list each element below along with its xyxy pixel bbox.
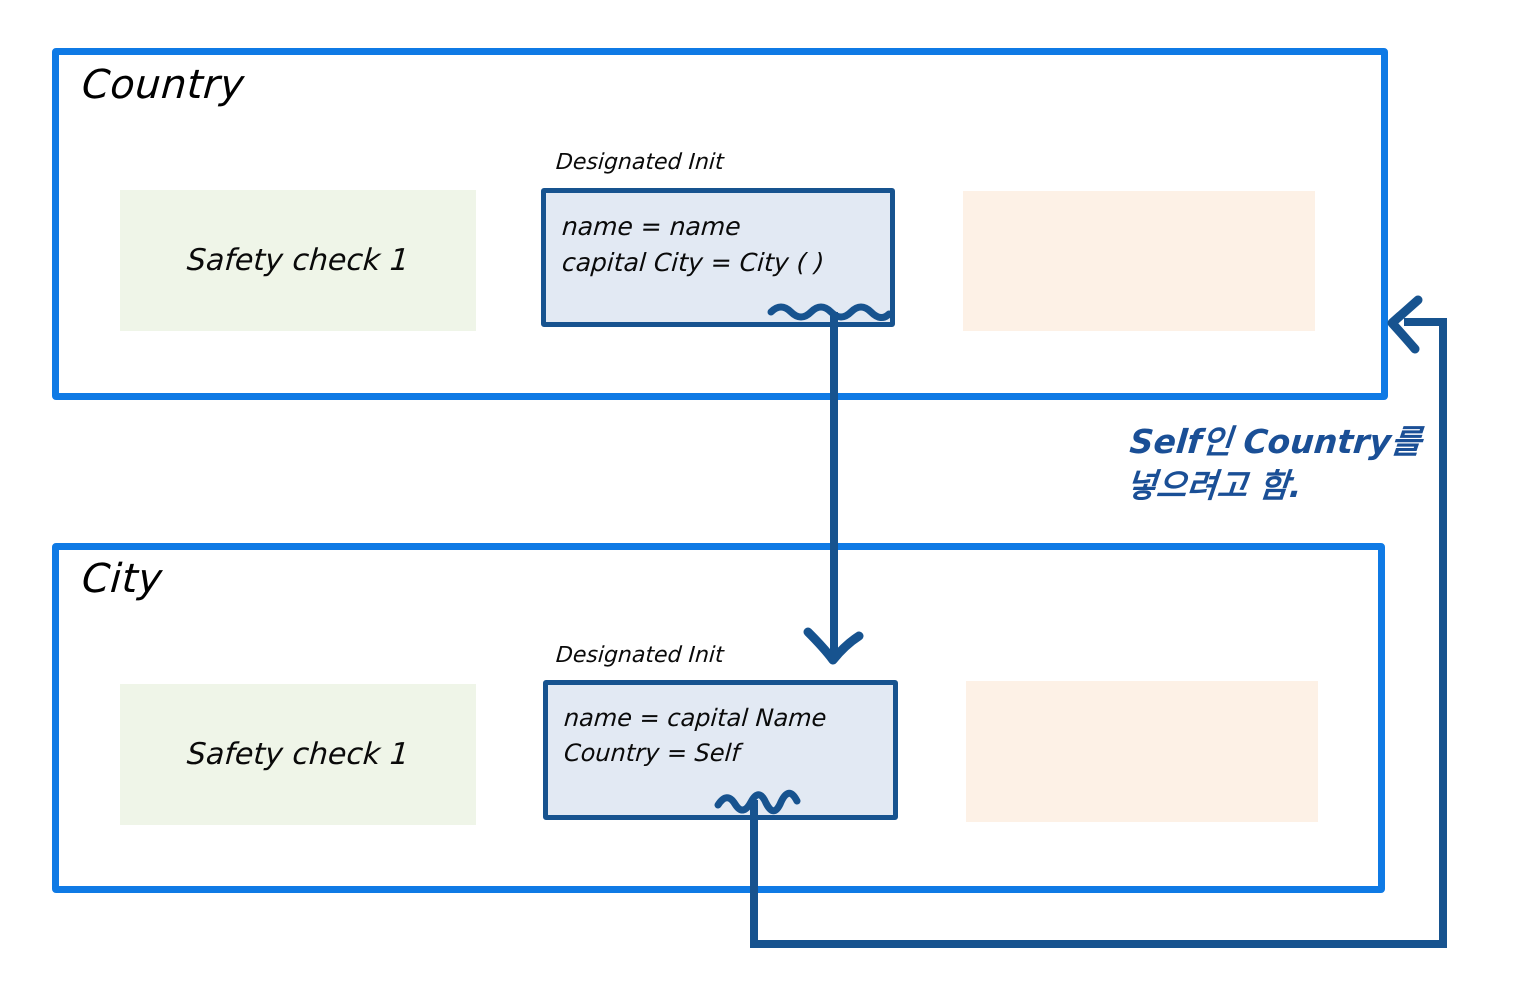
designated-init-caption-city: Designated Init [555, 643, 725, 668]
blank-block-city [966, 681, 1318, 822]
annotation-note-self: Self인 Country를 넣으려고 함. [1124, 420, 1423, 507]
annotation-note-line-1: Self인 Country를 [1128, 422, 1424, 461]
annotation-note-line-2: 넣으려고 함. [1124, 465, 1304, 505]
class-title-city: City [80, 556, 165, 602]
safety-check-label-country: Safety check 1 [185, 242, 411, 278]
class-frame-country [52, 48, 1388, 400]
class-title-country: Country [80, 62, 247, 108]
init-body-country: name = name capital City = City ( ) [561, 209, 882, 282]
safety-check-label-city: Safety check 1 [185, 736, 411, 772]
init-body-city: name = capital Name Country = Self [563, 701, 885, 771]
init-line-name-country: name = name [561, 212, 742, 241]
designated-init-caption-country: Designated Init [555, 150, 725, 175]
self-backreference-arrow-head [1387, 295, 1423, 354]
designated-init-box-country: name = name capital City = City ( ) [541, 188, 895, 327]
init-line-capitalcity-country: capital City = City ( ) [561, 248, 826, 278]
blank-block-country [963, 191, 1315, 331]
designated-init-box-city: name = capital Name Country = Self [543, 680, 898, 820]
init-line-name-city: name = capital Name [563, 704, 828, 732]
init-line-country-city: Country = Self [563, 738, 741, 767]
safety-check-block-country: Safety check 1 [120, 190, 476, 331]
safety-check-block-city: Safety check 1 [120, 684, 476, 825]
